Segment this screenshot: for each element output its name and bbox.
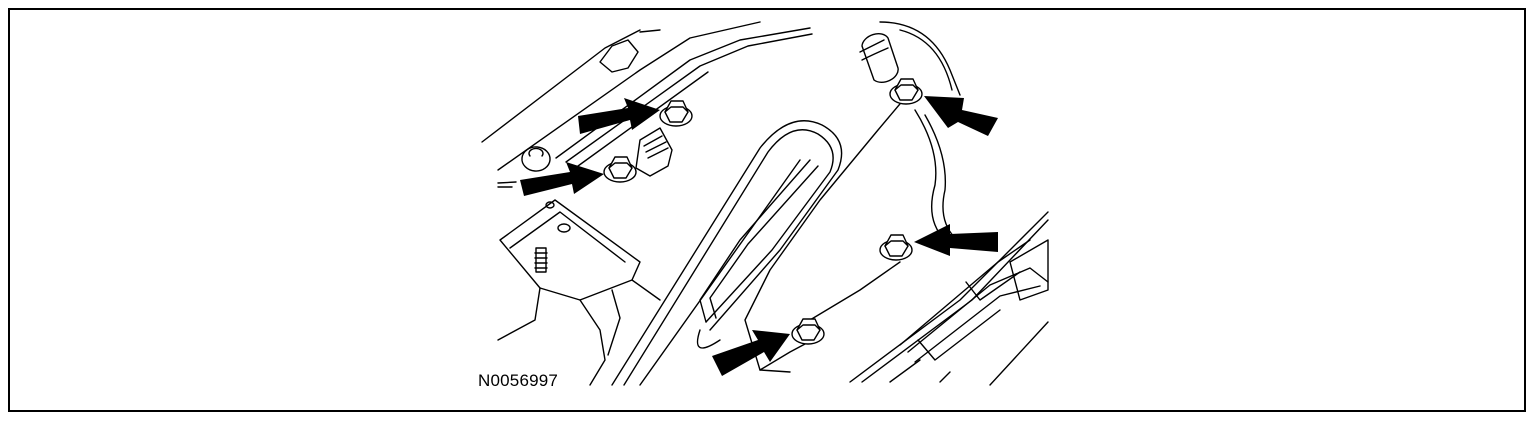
arrow-5 [712, 330, 790, 376]
arrow-3 [924, 96, 998, 136]
bottom-right-structure [849, 211, 1049, 386]
left-frame-structure [481, 21, 813, 386]
top-right-pin [859, 33, 899, 83]
figure-id-label: N0056997 [478, 371, 559, 390]
arrow-2 [520, 162, 604, 196]
locating-pin [635, 127, 673, 177]
arrow-1 [578, 98, 660, 134]
arrow-4 [914, 224, 998, 256]
arrow-pointer-icon [520, 96, 998, 376]
center-loop-rail [611, 120, 843, 386]
hex-bolt-icon [603, 78, 923, 345]
